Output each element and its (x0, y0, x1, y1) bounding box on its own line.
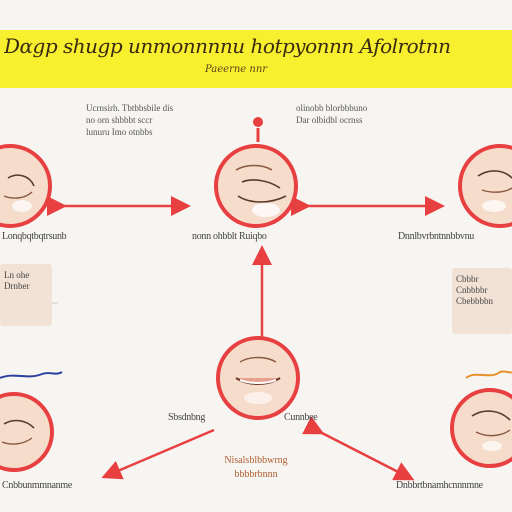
mouth-icon (235, 356, 281, 404)
node-bottom-left (0, 392, 54, 472)
side-box-right: Cbbbr Cnbbbbr Cbebbbbn (452, 268, 512, 334)
side-box-line: Cbbbr (456, 274, 479, 284)
node-middle (216, 336, 300, 420)
top-right-note-line: Dar olbidbl ocrnss (296, 115, 363, 125)
top-right-note-line: olinobb blorbbbuno (296, 103, 368, 113)
side-box-line: Ln ohe (4, 270, 30, 280)
orange-squiggle (465, 370, 512, 379)
center-note: Nisalsblbbwrng bbbbrbnnn (200, 454, 312, 482)
node-center-label: nonn ohbblt Ruiqbo (192, 231, 267, 242)
arrow-middle-bottom-right (302, 416, 415, 481)
node-left (0, 144, 52, 228)
banner-subtitle: Paeerne nnr (205, 64, 268, 75)
node-middle-label-left: Sbsdnbng (168, 412, 206, 423)
title-banner (0, 30, 512, 88)
side-box-left: Ln ohe Drnber (0, 264, 52, 326)
connector-top-dot (253, 117, 263, 127)
node-right (458, 144, 512, 228)
face-icon (3, 174, 35, 212)
blue-squiggle (0, 371, 63, 379)
top-left-note-line: no orn shbbbt sccr (86, 115, 153, 125)
side-box-line: Drnber (4, 281, 30, 291)
node-middle-label-right: Cunnbee (284, 412, 318, 423)
top-right-note: olinobb blorbbbuno Dar olbidbl ocrnss (296, 102, 416, 126)
face-icon (235, 164, 287, 217)
arrow-middle-bottom-left (101, 428, 215, 480)
top-left-note-line: lunuru Imo otnbbs (86, 127, 153, 137)
face-icon (471, 410, 511, 451)
top-left-note: Ucrnsirh. Tbtbbsbile dis no orn shbbbt s… (86, 102, 246, 138)
node-bottom-right (450, 388, 512, 468)
node-center (214, 144, 298, 228)
node-bottom-right-label: Dnbbrtbnamhcnnnmne (396, 480, 483, 491)
face-icon (1, 419, 35, 445)
node-bottom-left-label: Cnbbunmmnanme (2, 480, 72, 491)
center-note-line: Nisalsblbbwrng (224, 455, 288, 466)
side-box-line: Cbebbbbn (456, 296, 493, 306)
banner-title: Dαgp shugp unmonnnnu hotpyonnn Afolrotnn (4, 34, 451, 58)
top-left-note-line: Ucrnsirh. Tbtbbsbile dis (86, 103, 174, 113)
center-note-line: bbbbrbnnn (234, 469, 278, 480)
face-icon (477, 170, 512, 212)
side-box-line: Cnbbbbr (456, 285, 488, 295)
node-right-label: Dnnlbvrbntnnbbvnu (398, 231, 475, 242)
node-left-label: Lonqbqtbqtrsunb (2, 231, 67, 242)
